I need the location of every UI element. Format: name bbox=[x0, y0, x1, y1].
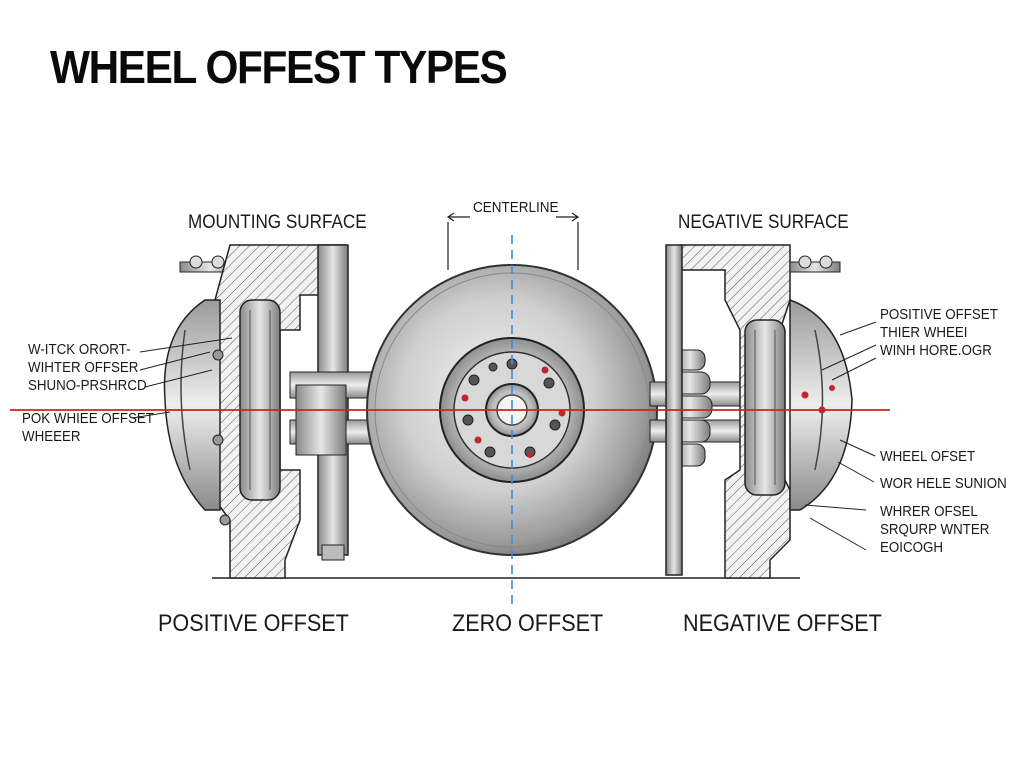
left-leader-lines bbox=[131, 337, 233, 419]
right-callout-lower: WHRER OFSEL SRQURP WNTER EOICOGH bbox=[880, 504, 990, 556]
positive-offset-label: POSITIVE OFFSET bbox=[158, 610, 349, 637]
negative-surface-label: NEGATIVE SURFACE bbox=[678, 212, 849, 233]
right-leader-lines bbox=[804, 321, 877, 551]
right-hub-assembly bbox=[649, 244, 853, 579]
mounting-surface-label: MOUNTING SURFACE bbox=[188, 212, 367, 233]
right-callout-wheel-offset: WHEEL OFSET bbox=[880, 449, 976, 465]
right-callout-positive-offset: POSITIVE OFFSET THIER WHEEI WINH HORE.OG… bbox=[880, 307, 998, 359]
negative-offset-label: NEGATIVE OFFSET bbox=[683, 610, 882, 637]
centerline-dimension bbox=[446, 212, 580, 270]
left-hub-assembly bbox=[163, 244, 401, 579]
centerline-label: CENTERLINE bbox=[473, 199, 559, 216]
left-callout-lower: POK WHIEE OFFSET WHEEER bbox=[22, 411, 154, 445]
right-callout-hole: WOR HELE SUNION bbox=[880, 476, 1007, 492]
left-callout-upper: W-ITCK ORORT- WIHTER OFFSER SHUNO-PRSHRC… bbox=[28, 342, 147, 394]
zero-offset-label: ZERO OFFSET bbox=[452, 610, 604, 637]
page-title: WHEEL OFFEST TYPES bbox=[50, 41, 508, 93]
